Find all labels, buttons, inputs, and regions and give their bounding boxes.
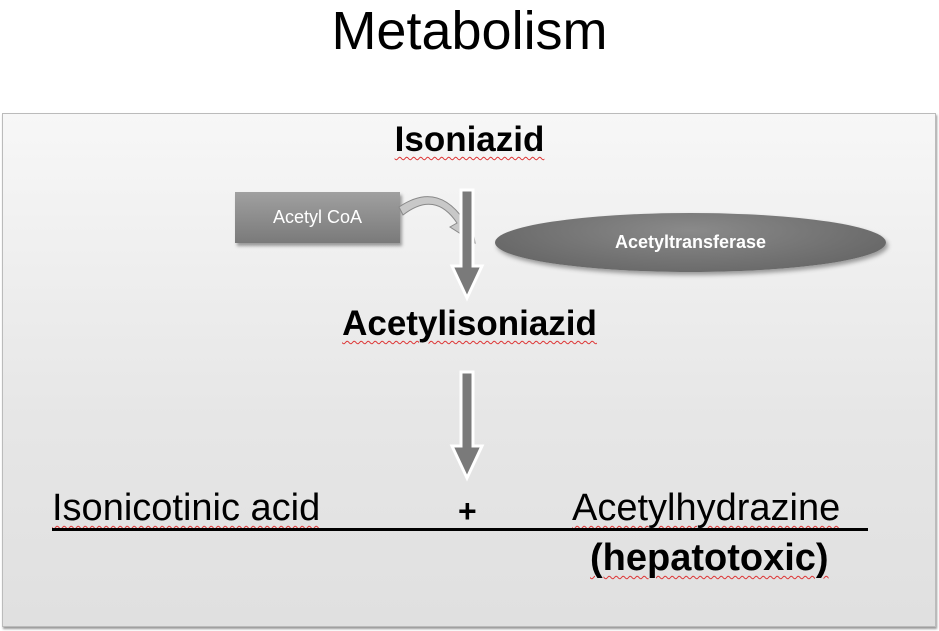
cofactor-box: Acetyl CoA [235,192,400,243]
substrate-label: Isoniazid [0,120,939,160]
toxicity-note-text: (hepatotoxic) [590,537,829,579]
down-arrow-icon [449,188,485,302]
product-right: Acetylhydrazine [572,485,840,531]
product-right-text: Acetylhydrazine [572,487,841,529]
product-left-text: Isonicotinic acid [52,487,321,529]
slide-title: Metabolism [331,1,608,61]
enzyme-ellipse: Acetyltransferase [495,213,886,272]
intermediate-label: Acetylisoniazid [0,304,939,344]
substrate-text: Isoniazid [394,120,545,159]
plus-sign: + [458,493,477,529]
product-left: Isonicotinic acid [52,485,320,531]
intermediate-text: Acetylisoniazid [342,304,597,343]
reaction-line [52,528,868,531]
cofactor-text: Acetyl CoA [272,207,363,227]
toxicity-note: (hepatotoxic) [590,535,829,581]
down-arrow-icon [449,370,485,482]
enzyme-text: Acetyltransferase [614,232,767,252]
